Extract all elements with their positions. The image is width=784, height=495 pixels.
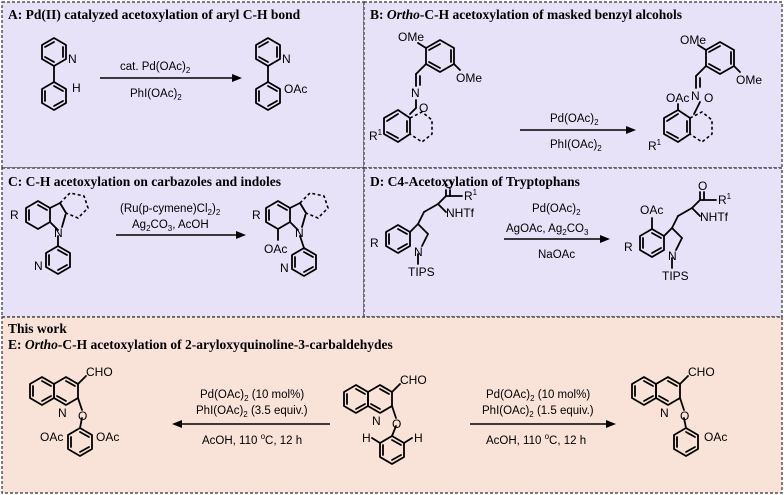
panel-c-product-r-label: R [252,208,261,222]
panel-b-product-r1-label: R1 [648,138,662,153]
panel-b-r1-label: R1 [369,128,383,143]
panel-e-right-n-label: N [660,406,669,420]
panel-d-product-n-label: N [668,249,677,263]
panel-e-sm-cho-label: CHO [400,373,427,387]
panel-b-reaction-arrow [520,126,636,134]
panel-e-left-oac-2-label: OAc [96,430,119,444]
panel-e-left-reaction-arrow [172,420,330,428]
panel-d-base-label: NaOAc [538,249,575,261]
panel-a-reaction-arrow [100,74,242,82]
panel-c-reaction-arrow [116,231,246,239]
panel-c-product-pyridine-n-label: N [280,261,289,275]
panel-e-left-cho-label: CHO [86,365,113,379]
panel-d-catalyst-label: Pd(OAc)2 [532,203,581,217]
panel-b-n-label: N [411,86,420,100]
panel-a-h-label: H [72,81,81,95]
panel-d-product-oac-label: OAc [640,203,663,217]
panel-d-product-o-label: O [698,179,707,193]
panel-b-ome-bottom-label: OMe [456,71,482,85]
panel-c-product-structure [265,192,329,277]
panel-c-background [1,167,365,318]
panel-d-product-nhtf-label: NHTf [700,210,729,224]
panel-c-reactant-structure [25,192,89,275]
panel-e-right-conditions-label: AcOH, 110 oC, 12 h [486,432,586,447]
panel-b-ome-top-label: OMe [398,30,424,44]
panel-d-n-label: N [414,245,423,259]
panel-e-right-product-structure [631,375,699,457]
panel-c-additive-label: Ag2CO3, AcOH [132,219,209,233]
panel-e-title: E: Ortho-C-H acetoxylation of 2-aryloxyq… [8,337,393,352]
panel-e-left-product-structure [29,375,93,457]
panel-d-tips-label: TIPS [408,265,435,279]
panel-b-product-oac-label: OAc [666,91,689,105]
panel-e-left-o-label: O [78,409,87,423]
panel-b-background [363,1,783,169]
panel-e-subtitle: This work [8,321,67,336]
panel-e-right-oac-label: OAc [704,430,727,444]
panel-e-right-cho-label: CHO [688,365,715,379]
panel-d-o-label: O [444,177,453,191]
panel-b-reactant-structure [383,39,461,143]
panel-e-sm-h-right-label: H [414,431,423,445]
panel-e-left-n-label: N [58,406,67,420]
panel-e-right-reaction-arrow [470,420,616,428]
panel-d-product-r-label: R [624,240,633,254]
panel-b-oxidant-label: PhI(OAc)2 [550,139,602,153]
panel-a-background [1,1,365,169]
panel-c-pyridine-n-label: N [34,259,43,273]
panel-d-product-r1-label: R1 [718,192,732,207]
panel-c-title: C: C-H acetoxylation on carbazoles and i… [8,174,281,189]
panel-a-reactant-n-label: N [68,52,77,66]
panel-d-background [363,167,783,318]
panel-e-left-conditions-label: AcOH, 110 oC, 12 h [202,432,302,447]
panel-b-o-label: O [419,101,428,115]
panel-c-r-label: R [10,208,19,222]
panel-d-product-structure [639,191,717,269]
panel-e-left-oac-1-label: OAc [40,430,63,444]
panel-d-reactant-structure [385,189,463,265]
panel-e-right-oxidant-label: PhI(OAc)2 (1.5 equiv.) [482,405,594,419]
panel-a-catalyst-label: cat. Pd(OAc)2 [120,61,191,75]
panel-b-product-ome-top-label: OMe [680,33,706,47]
panel-d-title: D: C4-Acetoxylation of Tryptophans [370,174,580,189]
panel-b-product-n-label: N [691,89,700,103]
panel-e-left-oxidant-label: PhI(OAc)2 (3.5 equiv.) [196,405,308,419]
panel-a-title: A: Pd(II) catalyzed acetoxylation of ary… [8,7,301,22]
panel-e-right-o-label: O [680,409,689,423]
panel-a-oac-label: OAc [284,82,307,96]
panel-b-product-structure [663,41,741,143]
panel-e-sm-h-left-label: H [362,431,371,445]
panel-a-product-structure [255,37,281,111]
panel-d-product-tips-label: TIPS [662,269,689,283]
panel-e-right-catalyst-label: Pd(OAc)2 (10 mol%) [486,389,590,403]
panel-e-starting-material-structure [343,383,413,465]
panel-b-product-ome-bottom-label: OMe [736,73,762,87]
panel-e-sm-n-label: N [372,414,381,428]
panel-c-catalyst-label: (Ru(p-cymene)Cl2)2 [120,203,221,217]
panel-c-product-n-label: N [295,226,304,240]
panel-e-sm-o-label: O [392,417,401,431]
panel-d-additive-label: AgOAc, Ag2CO3 [506,223,589,237]
panel-e-left-catalyst-label: Pd(OAc)2 (10 mol%) [200,389,304,403]
panel-a-product-n-label: N [282,52,291,66]
panel-c-product-oac-label: OAc [264,242,287,256]
panel-b-title: B: Ortho-C-H acetoxylation of masked ben… [370,7,682,22]
panel-d-reaction-arrow [504,235,610,243]
panel-d-r-label: R [370,236,379,250]
panel-b-catalyst-label: Pd(OAc)2 [550,113,599,127]
panel-b-product-o-label: O [704,91,713,105]
panel-d-r1-label: R1 [464,188,478,203]
panel-a-oxidant-label: PhI(OAc)2 [130,88,182,102]
panel-a-reactant-structure [41,37,67,111]
panel-c-n-label: N [54,226,63,240]
panel-d-nhtf-label: NHTf [446,206,475,220]
